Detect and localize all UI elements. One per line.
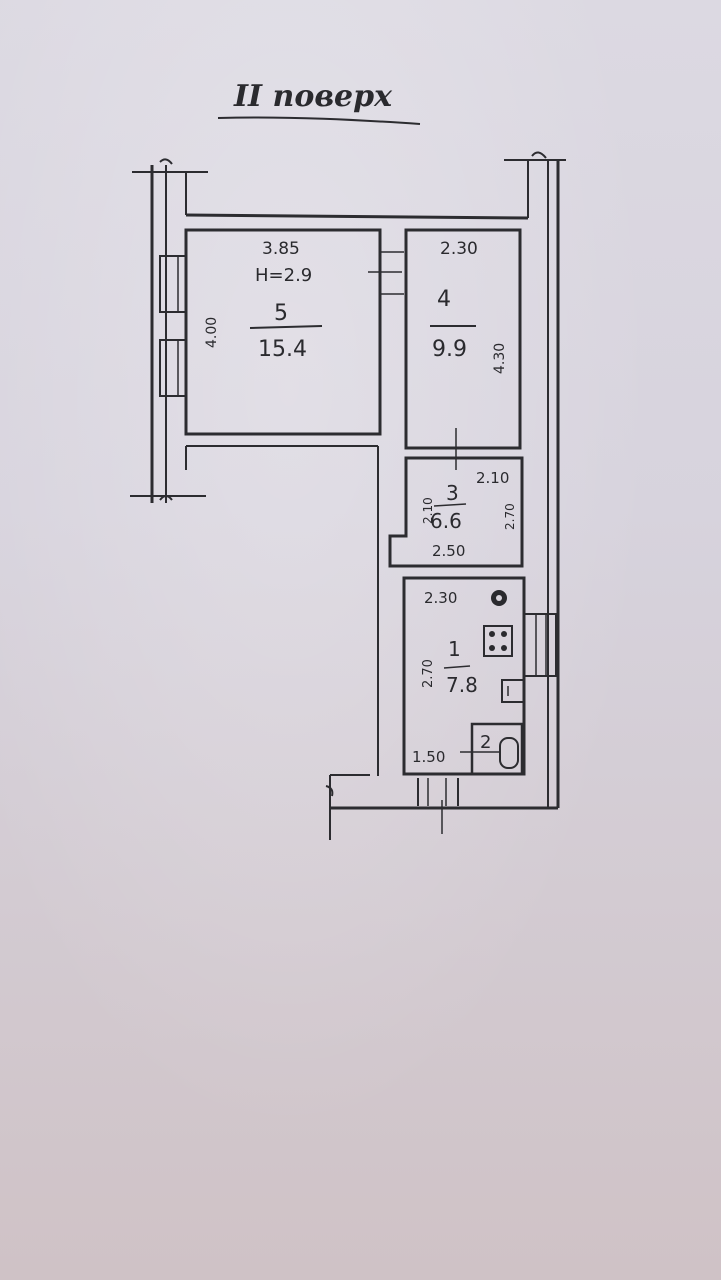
room-4-number: 4 xyxy=(437,287,451,312)
room-3-length-left: 2.10 xyxy=(421,497,435,524)
room-2-number: 2 xyxy=(480,732,491,753)
room-1-number: 1 xyxy=(448,637,461,661)
room-5-length: 4.00 xyxy=(204,317,220,348)
room-5-area: 15.4 xyxy=(258,337,307,362)
window-left-upper xyxy=(159,255,187,313)
room-1-fraction-line xyxy=(443,665,471,669)
sink-icon xyxy=(501,679,525,703)
room-1-area: 7.8 xyxy=(446,673,478,697)
room-3-width-top: 2.10 xyxy=(476,469,509,487)
plan-title: II поверх xyxy=(233,79,393,114)
room-5-height-note: H=2.9 xyxy=(255,265,312,286)
room-1-length: 2.70 xyxy=(421,659,436,688)
room-1-width: 2.30 xyxy=(424,589,457,607)
room-3 xyxy=(388,456,524,568)
room-4 xyxy=(404,228,522,470)
outer-walls xyxy=(130,151,566,840)
room-3-width-bottom: 2.50 xyxy=(432,542,465,560)
room-3-fraction-line xyxy=(433,503,467,507)
stove-icon xyxy=(483,625,513,657)
room-4-area: 9.9 xyxy=(432,337,467,362)
room-5-fraction-line xyxy=(249,325,323,329)
room-3-number: 3 xyxy=(446,481,459,505)
room-5-width: 3.85 xyxy=(262,239,300,259)
room-4-width: 2.30 xyxy=(440,239,478,259)
door-room-5 xyxy=(368,251,404,295)
room-2-width: 1.50 xyxy=(412,748,445,766)
window-bottom xyxy=(417,778,459,834)
window-right xyxy=(523,613,557,677)
room-3-length-right: 2.70 xyxy=(503,503,517,530)
room-5 xyxy=(184,228,382,776)
room-3-area: 6.6 xyxy=(430,509,462,533)
room-2 xyxy=(470,722,524,776)
title-underline xyxy=(217,116,421,125)
room-5-number: 5 xyxy=(274,301,288,326)
room-4-length: 4.30 xyxy=(492,343,508,374)
toilet-icon xyxy=(499,737,519,769)
window-left-lower xyxy=(159,339,187,397)
